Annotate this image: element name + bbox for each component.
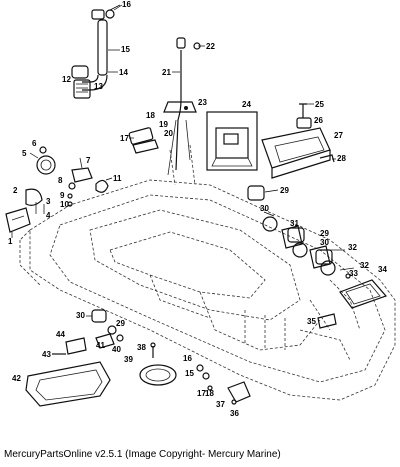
callout-25: 25 (315, 100, 324, 109)
callout-31a: 31 (290, 219, 299, 228)
part-5-horn (36, 146, 56, 175)
callout-30b: 30 (320, 238, 329, 247)
callout-41: 41 (96, 341, 105, 350)
parts-diagram: 16 22 15 12 14 13 21 25 24 23 26 18 19 2… (5, 0, 396, 418)
part-11-fitting (95, 179, 109, 193)
callout-20: 20 (164, 129, 173, 138)
callout-9: 9 (60, 191, 65, 200)
callout-33: 33 (349, 269, 358, 278)
part-23-bracket (163, 101, 197, 113)
callout-29a: 29 (280, 186, 289, 195)
callout-7: 7 (86, 156, 91, 165)
callout-44: 44 (56, 330, 65, 339)
callout-labels: 16 22 15 12 14 13 21 25 24 23 26 18 19 2… (8, 0, 387, 418)
part-22-cap (176, 37, 201, 50)
part-35-label (317, 313, 337, 329)
callout-10: 10 (60, 200, 69, 209)
callout-4: 4 (46, 211, 51, 220)
callout-17b: 17 (197, 389, 206, 398)
callout-38: 38 (137, 343, 146, 352)
callout-27: 27 (334, 131, 343, 140)
callout-32a: 32 (348, 243, 357, 252)
part-21-cable (167, 50, 191, 176)
callout-3: 3 (46, 197, 51, 206)
copyright-footer: MercuryPartsOnline v2.5.1 (Image Copyrig… (4, 449, 281, 460)
part-36-37-light (227, 381, 251, 405)
part-33-34-hatch (339, 273, 388, 309)
part-28-plug (319, 154, 335, 163)
callout-18a: 18 (146, 111, 155, 120)
callout-29c: 29 (116, 319, 125, 328)
part-12-13-pump (71, 65, 91, 99)
callout-24: 24 (242, 100, 251, 109)
callout-5: 5 (22, 149, 27, 158)
callout-30a: 30 (260, 204, 269, 213)
callout-26: 26 (314, 116, 323, 125)
part-16-fitting (91, 4, 123, 20)
part-24-battery-box (206, 111, 258, 171)
callout-16a: 16 (122, 0, 131, 9)
callout-39: 39 (124, 355, 133, 364)
part-31-32-mounts (281, 225, 355, 271)
callout-36: 36 (230, 409, 239, 418)
callout-19: 19 (159, 120, 168, 129)
callout-42: 42 (12, 374, 21, 383)
callout-32b: 32 (360, 261, 369, 270)
part-29-30-grommets (247, 185, 336, 276)
callout-1: 1 (8, 237, 13, 246)
callout-8: 8 (58, 176, 63, 185)
callout-18b: 18 (205, 389, 214, 398)
hull-outline (19, 144, 396, 401)
part-38-39-cover (139, 342, 177, 386)
callout-14: 14 (119, 68, 128, 77)
part-42-tray (25, 361, 111, 407)
callout-35: 35 (307, 317, 316, 326)
callout-34: 34 (378, 265, 387, 274)
callout-28: 28 (337, 154, 346, 163)
callout-13: 13 (94, 82, 103, 91)
part-9-10-fasteners (67, 193, 73, 207)
callout-16b: 16 (183, 354, 192, 363)
callout-37: 37 (216, 400, 225, 409)
callout-15b: 15 (185, 369, 194, 378)
callout-17a: 17 (120, 134, 129, 143)
callout-22: 22 (206, 42, 215, 51)
part-44-label (65, 337, 87, 355)
callout-40: 40 (112, 345, 121, 354)
part-41-40-fitting (95, 333, 124, 349)
callout-12: 12 (62, 75, 71, 84)
callout-23: 23 (198, 98, 207, 107)
part-7-8-light (68, 157, 93, 190)
callout-43: 43 (42, 350, 51, 359)
part-2-cup (25, 188, 45, 214)
callout-6: 6 (32, 139, 37, 148)
callout-11: 11 (113, 174, 122, 183)
callout-21a: 21 (162, 68, 171, 77)
part-25-26-fasteners (296, 103, 312, 129)
callout-2: 2 (13, 186, 18, 195)
callout-29b: 29 (320, 229, 329, 238)
callout-15a: 15 (121, 45, 130, 54)
part-16-15-drain (196, 364, 213, 391)
part-1-plate (5, 207, 31, 233)
callout-30c: 30 (76, 311, 85, 320)
part-15-tube (97, 19, 120, 76)
part-27-panel (261, 127, 331, 179)
part-17-20-switch (128, 127, 159, 154)
